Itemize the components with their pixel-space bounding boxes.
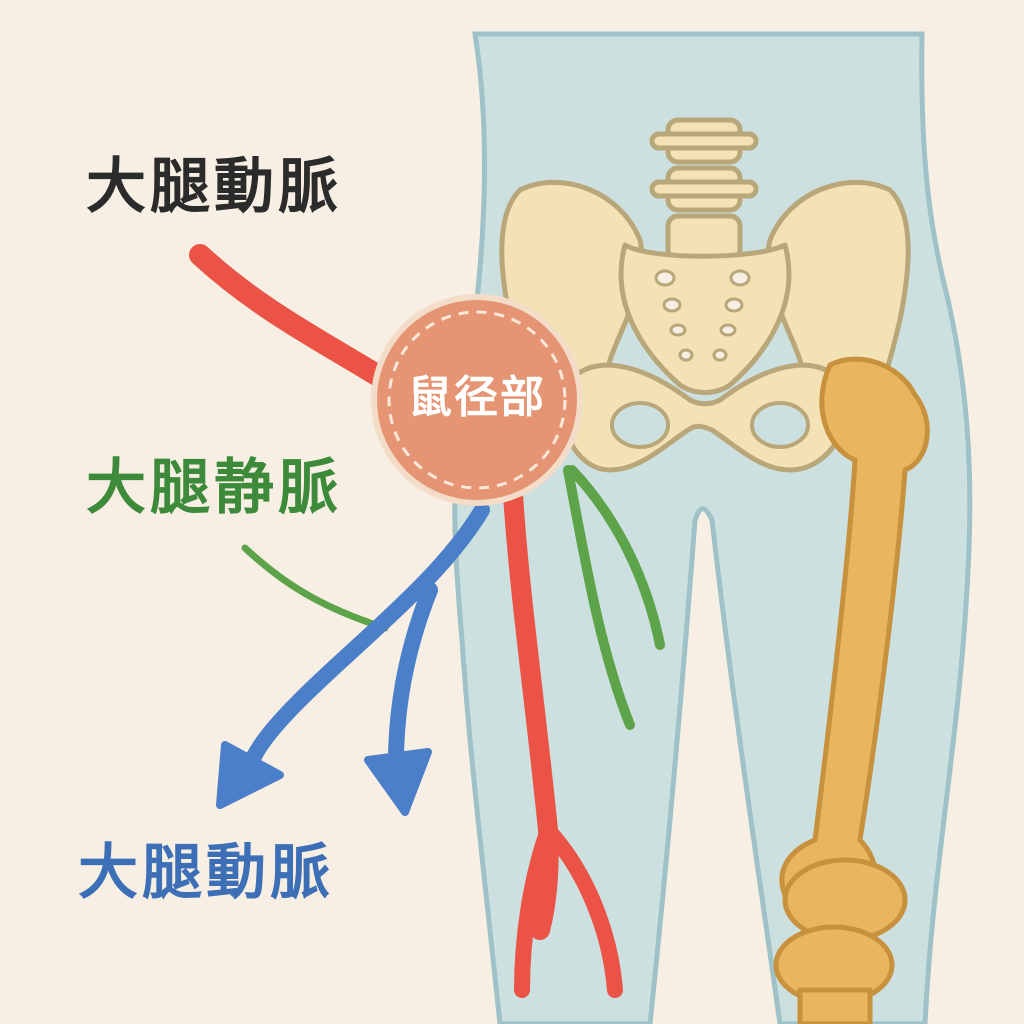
nerve-branch-1 bbox=[567, 465, 665, 650]
label-femoral-artery-top: 大腿動脈 bbox=[86, 152, 342, 222]
label-femoral-artery-bottom: 大腿動脈 bbox=[78, 838, 334, 908]
vein-arrow-left-shaft bbox=[240, 502, 490, 778]
artery-branch-right bbox=[540, 822, 623, 998]
label-femoral-vein: 大腿静脈 bbox=[86, 453, 342, 523]
femur bbox=[773, 356, 930, 1024]
nerve-branch-2 bbox=[563, 465, 635, 730]
vein-thin-branch bbox=[241, 544, 389, 632]
groin-hub bbox=[371, 294, 583, 506]
groin-hub-dashed-ring bbox=[387, 310, 567, 490]
vein-arrow-right-shaft bbox=[387, 582, 438, 778]
groin-hub-label: 鼠径部 bbox=[408, 372, 546, 423]
artery-leg bbox=[503, 485, 559, 940]
vein-arrow-right-head bbox=[364, 748, 432, 816]
sacral-foramina bbox=[654, 269, 751, 362]
vein-arrow-left-head bbox=[216, 741, 284, 809]
artery-upper bbox=[189, 244, 396, 391]
obturator-foramina bbox=[610, 401, 810, 449]
artery-branch-left bbox=[514, 822, 556, 998]
spine bbox=[649, 117, 759, 263]
